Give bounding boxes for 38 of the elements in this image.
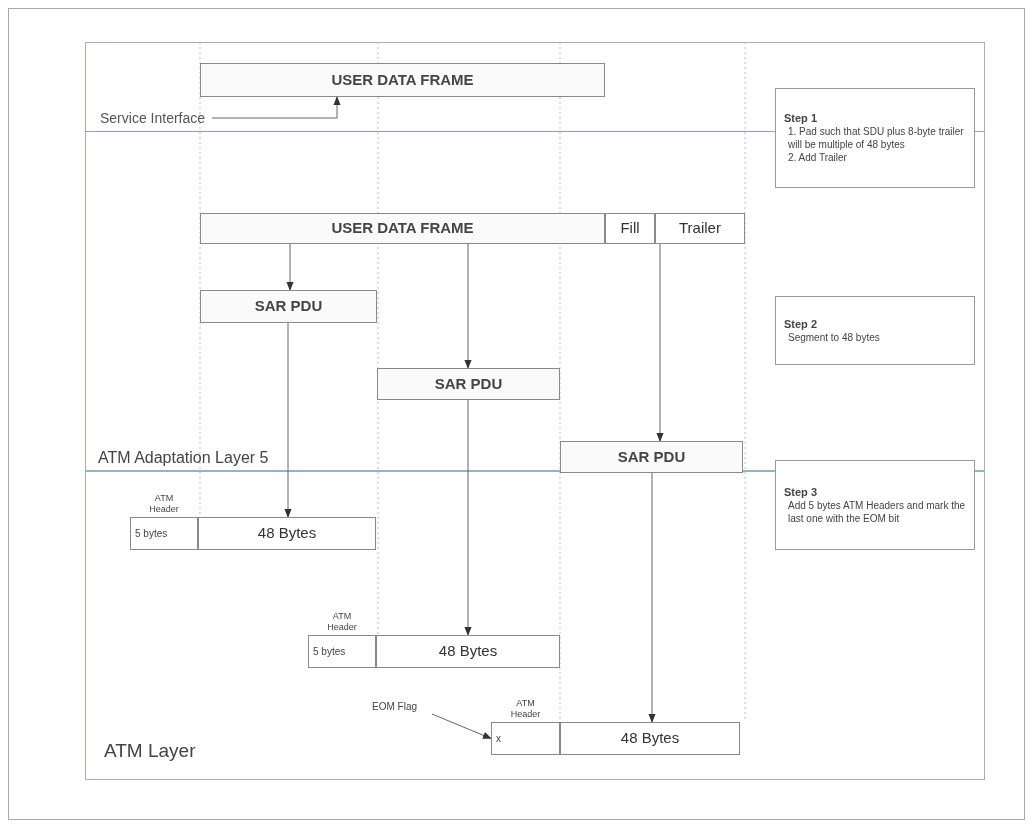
layer-label: ATM Layer [104,739,196,763]
step-heading: Step 1 [784,112,818,125]
arrow [464,399,472,636]
header-caption: ATM Header [509,698,542,720]
flag-label: EOM Flag [372,698,442,714]
frame-block: USER DATA FRAME [200,213,605,244]
frame-block: SAR PDU [560,441,743,473]
header-caption: ATM Header [326,611,358,633]
step-heading: Step 2 [784,317,818,331]
field-block: 48 Bytes [560,722,740,755]
step-text: Segment to 48 bytes [787,330,881,344]
frame-block: USER DATA FRAME [200,63,605,97]
frame-block: SAR PDU [377,368,560,400]
arrow [656,243,664,442]
step-text: 2. Add Trailer [787,151,848,164]
field-block: Trailer [655,213,745,244]
arrow [286,243,294,291]
frame-block: SAR PDU [200,290,377,323]
arrow [431,713,492,739]
arrow [648,472,656,723]
header-caption: ATM Header [148,493,180,515]
header-field: 5 bytes [130,517,198,550]
field-block: Fill [605,213,655,244]
arrow [211,96,341,119]
step-text: 1. Pad such that SDU plus 8-byte trailer will be multiple of 48 bytes [787,125,965,151]
field-block: 48 Bytes [198,517,376,550]
header-field: 5 bytes [308,635,376,668]
step-note [775,460,975,550]
field-block: 48 Bytes [376,635,560,668]
arrow [284,322,292,518]
interface-label: Service Interface [100,108,212,128]
step-note [775,88,975,188]
step-heading: Step 3 [784,485,818,499]
header-field: x [491,722,560,755]
step-note [775,296,975,365]
step-text: Add 5 bytes ATM Headers and mark the last one with the EOM bit [787,498,966,525]
arrow [464,243,472,369]
layer-label: ATM Adaptation Layer 5 [98,448,269,468]
